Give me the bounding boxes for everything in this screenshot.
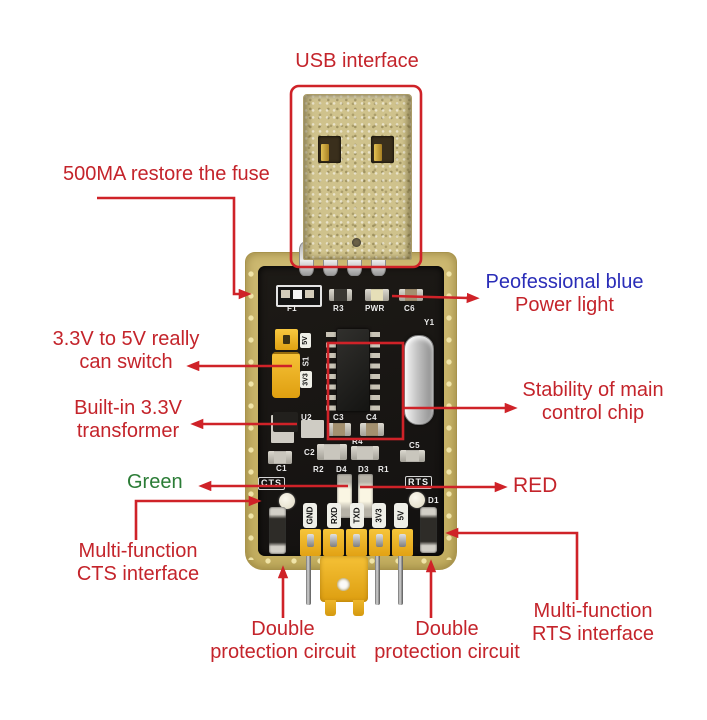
usb-contact-window (318, 136, 341, 163)
green-led-label: Green (127, 471, 183, 493)
chip-pins-left (326, 332, 336, 412)
pin-label-rxd: RXD (327, 503, 341, 528)
silkscreen-cts: CTS (258, 477, 285, 490)
header-pin (306, 555, 311, 605)
double-protection-left-label: Double protection circuit (210, 618, 356, 663)
jumper-cap-tab (353, 600, 364, 616)
silkscreen-d1: D1 (428, 496, 439, 505)
transformer-label: Built-in 3.3V transformer (74, 397, 182, 442)
protection-component-d1 (420, 507, 437, 553)
pcb-via-strip-left (246, 268, 256, 560)
silkscreen-c3: C3 (333, 413, 344, 422)
fuse-arrow (97, 196, 252, 300)
label-5v-box: 5V (300, 333, 311, 348)
silkscreen-d4: D4 (336, 465, 347, 474)
voltage-switch-label: 3.3V to 5V really can switch (52, 328, 200, 373)
usb-interface-label: USB interface (295, 50, 419, 72)
main-chip-label: Stability of main control chip (522, 379, 664, 424)
power-light-label: Peofessional blue Power light (485, 271, 644, 316)
fuse-f1 (276, 285, 322, 307)
capacitor-c6 (399, 289, 424, 301)
jumper-cap-tab (325, 600, 336, 616)
pin-label-3v3: 3V3 (372, 503, 386, 528)
capacitor (351, 446, 379, 460)
pin-label-txd: TXD (350, 503, 364, 528)
header-pin (398, 555, 403, 605)
chip-pins-right (370, 332, 380, 412)
silkscreen-c4: C4 (366, 413, 377, 422)
silkscreen-d3: D3 (358, 465, 369, 474)
usb-connector (303, 94, 412, 260)
silkscreen-c1: C1 (276, 464, 287, 473)
double-protection-right-label: Double protection circuit (374, 618, 520, 663)
usb-contact (321, 144, 329, 161)
pin-header (300, 529, 413, 556)
silkscreen-pwr: PWR (365, 304, 385, 313)
pcb-via-strip-right (444, 268, 454, 560)
silkscreen-c6: C6 (404, 304, 415, 313)
silkscreen-3v3: 3V3 (302, 373, 310, 386)
silkscreen-c2: C2 (304, 448, 315, 457)
silkscreen-c5: C5 (409, 441, 420, 450)
silkscreen-r1: R1 (378, 465, 389, 474)
power-led (365, 289, 390, 301)
cts-arrow (134, 495, 262, 540)
rts-pad (409, 492, 425, 508)
protection-component-left (269, 507, 286, 554)
silkscreen-rts: RTS (405, 476, 432, 489)
voltage-jumper-cap (272, 352, 300, 398)
silkscreen-u2: U2 (301, 413, 312, 422)
capacitor-c2 (317, 444, 348, 460)
header-pin (375, 555, 380, 605)
capacitor-c4 (360, 423, 385, 436)
regulator-u2 (273, 412, 298, 432)
rts-interface-label: Multi-function RTS interface (532, 600, 654, 645)
rts-arrow (445, 527, 579, 600)
usb-shell-hole (352, 238, 361, 247)
cts-interface-label: Multi-function CTS interface (76, 540, 200, 585)
silkscreen-r4: R4 (352, 437, 363, 446)
label-3v3-box: 3V3 (300, 371, 312, 388)
pin-label-gnd: GND (303, 503, 317, 528)
silkscreen-5v: 5V (302, 336, 309, 345)
jumper-pin-5v (275, 329, 298, 350)
silkscreen-r3: R3 (333, 304, 344, 313)
usb-contact (374, 144, 382, 161)
pin-label-5v: 5V (394, 503, 408, 528)
silkscreen-s1: S1 (301, 356, 311, 366)
resistor-r3 (329, 289, 353, 301)
main-control-chip (337, 329, 369, 411)
fuse-label: 500MA restore the fuse (63, 163, 270, 185)
silkscreen-f1: F1 (287, 304, 297, 313)
silkscreen-y1: Y1 (424, 318, 435, 327)
capacitor-c5 (400, 450, 425, 462)
cts-pad (279, 493, 295, 509)
silkscreen-r2: R2 (313, 465, 324, 474)
jumper-cap-hanging (320, 556, 368, 602)
capacitor-c1 (268, 451, 293, 464)
red-led-label: RED (513, 474, 558, 497)
usb-contact-window (371, 136, 394, 163)
capacitor-c3 (327, 423, 352, 436)
crystal-y1 (404, 335, 434, 425)
